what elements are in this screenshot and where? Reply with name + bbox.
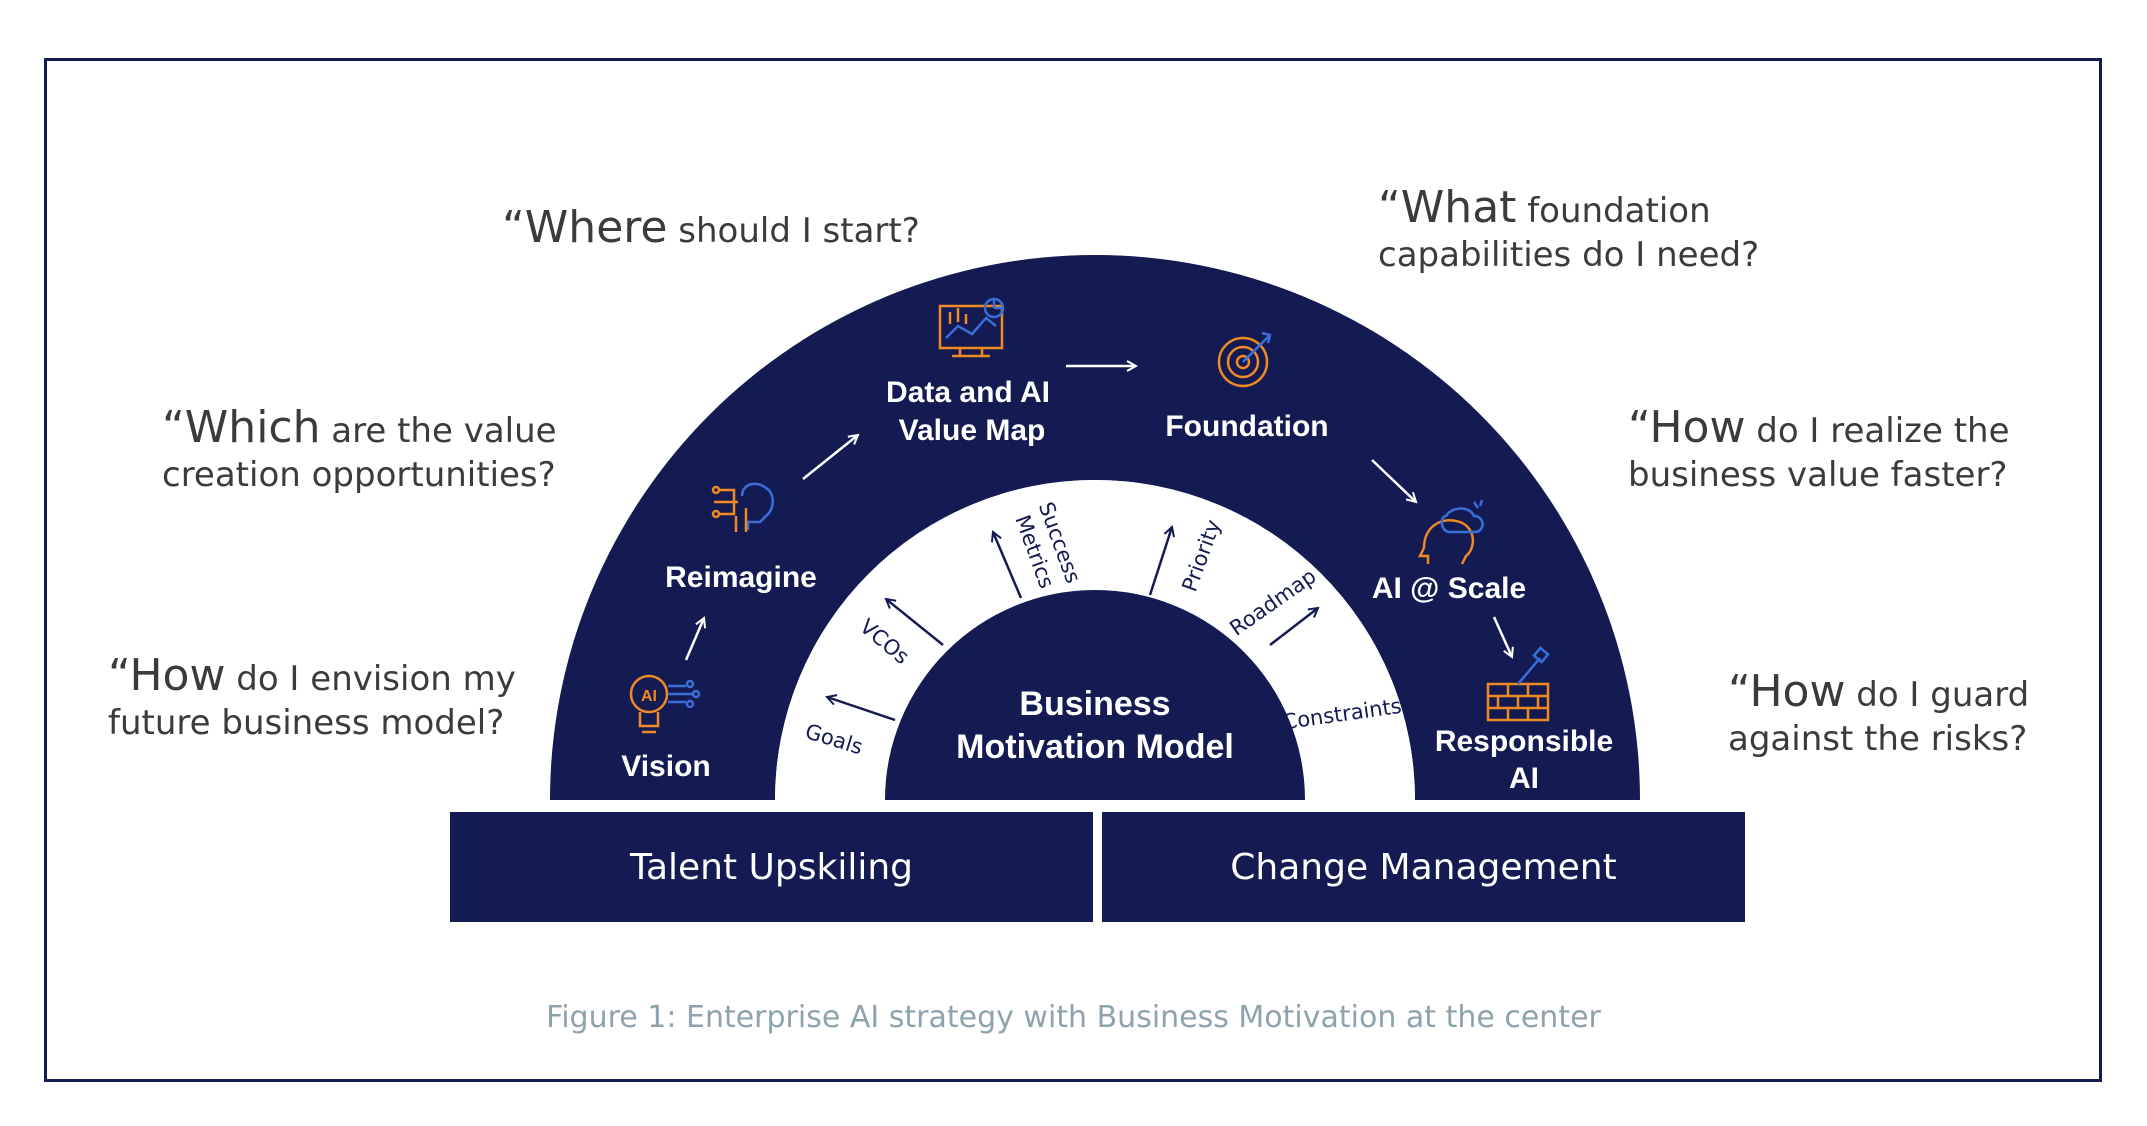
arrow-scale-to-responsible — [1492, 616, 1512, 657]
arrow-priority — [1148, 527, 1172, 596]
arrow-foundation-to-scale — [1371, 459, 1416, 502]
stage-foundation: Foundation — [1165, 410, 1328, 443]
lightbulb-ai-icon: AI — [629, 674, 701, 734]
question-reimagine-line2: creation opportunities? — [162, 455, 556, 495]
talent-upskilling-bar: Talent Upskiling — [450, 812, 1093, 922]
question-scale-line2: business value faster? — [1628, 455, 2008, 495]
question-value-map-lead: “Where — [502, 202, 668, 253]
stage-responsible-line2: AI — [1509, 762, 1539, 795]
svg-text:AI: AI — [641, 688, 657, 705]
arrow-vcos — [886, 599, 944, 646]
figure-caption: Figure 1: Enterprise AI strategy with Bu… — [546, 1000, 1601, 1035]
arrow-reimagine-to-value-map — [802, 435, 858, 480]
question-foundation-line2: capabilities do I need? — [1378, 235, 1760, 275]
stage-responsible-line1: Responsible — [1435, 725, 1613, 758]
change-management-bar: Change Management — [1102, 812, 1745, 922]
question-responsible-lead: “How — [1728, 666, 1846, 717]
center-semicircle — [885, 590, 1305, 800]
question-responsible: “How do I guard against the risks? — [1728, 670, 2029, 761]
figure-frame — [44, 58, 2102, 1082]
stage-ai-scale: AI @ Scale — [1372, 572, 1526, 605]
arrow-vision-to-reimagine — [684, 618, 704, 661]
head-circuit-icon — [711, 482, 774, 532]
question-reimagine-lead: “Which — [162, 402, 321, 453]
center-title-line1: Business — [1019, 685, 1170, 723]
outer-arc — [550, 255, 1640, 800]
head-sparkles-icon — [1417, 499, 1484, 565]
question-vision-line2: future business model? — [108, 703, 505, 743]
arrow-goals — [827, 697, 896, 722]
question-value-map: “Where should I start? — [502, 206, 920, 253]
stage-value-map-line1: Data and AI — [886, 376, 1050, 409]
target-icon — [1217, 331, 1272, 388]
arrow-roadmap — [1269, 608, 1318, 646]
question-foundation-rest: foundation — [1516, 191, 1711, 231]
inner-ring — [775, 480, 1415, 800]
arrow-success-metrics — [993, 532, 1023, 599]
stage-reimagine: Reimagine — [665, 561, 817, 594]
question-reimagine: “Which are the value creation opportunit… — [162, 406, 557, 497]
question-vision: “How do I envision my future business mo… — [108, 654, 516, 745]
question-foundation: “What foundation capabilities do I need? — [1378, 186, 1759, 277]
dashboard-chart-icon — [938, 297, 1005, 358]
question-scale-rest: do I realize the — [1745, 411, 2010, 451]
question-scale: “How do I realize the business value fas… — [1628, 406, 2010, 497]
brick-wall-icon — [1486, 646, 1550, 722]
question-responsible-line2: against the risks? — [1728, 719, 2028, 759]
question-value-map-rest: should I start? — [667, 211, 920, 251]
arrow-constraints-out — [1302, 740, 1380, 750]
question-foundation-lead: “What — [1378, 182, 1517, 233]
question-reimagine-rest: are the value — [320, 411, 557, 451]
stage-vision: Vision — [621, 750, 710, 783]
question-vision-rest: do I envision my — [225, 659, 516, 699]
question-responsible-rest: do I guard — [1845, 675, 2030, 715]
question-vision-lead: “How — [108, 650, 226, 701]
stage-value-map-line2: Value Map — [899, 414, 1046, 447]
question-scale-lead: “How — [1628, 402, 1746, 453]
center-title-line2: Motivation Model — [956, 728, 1234, 766]
